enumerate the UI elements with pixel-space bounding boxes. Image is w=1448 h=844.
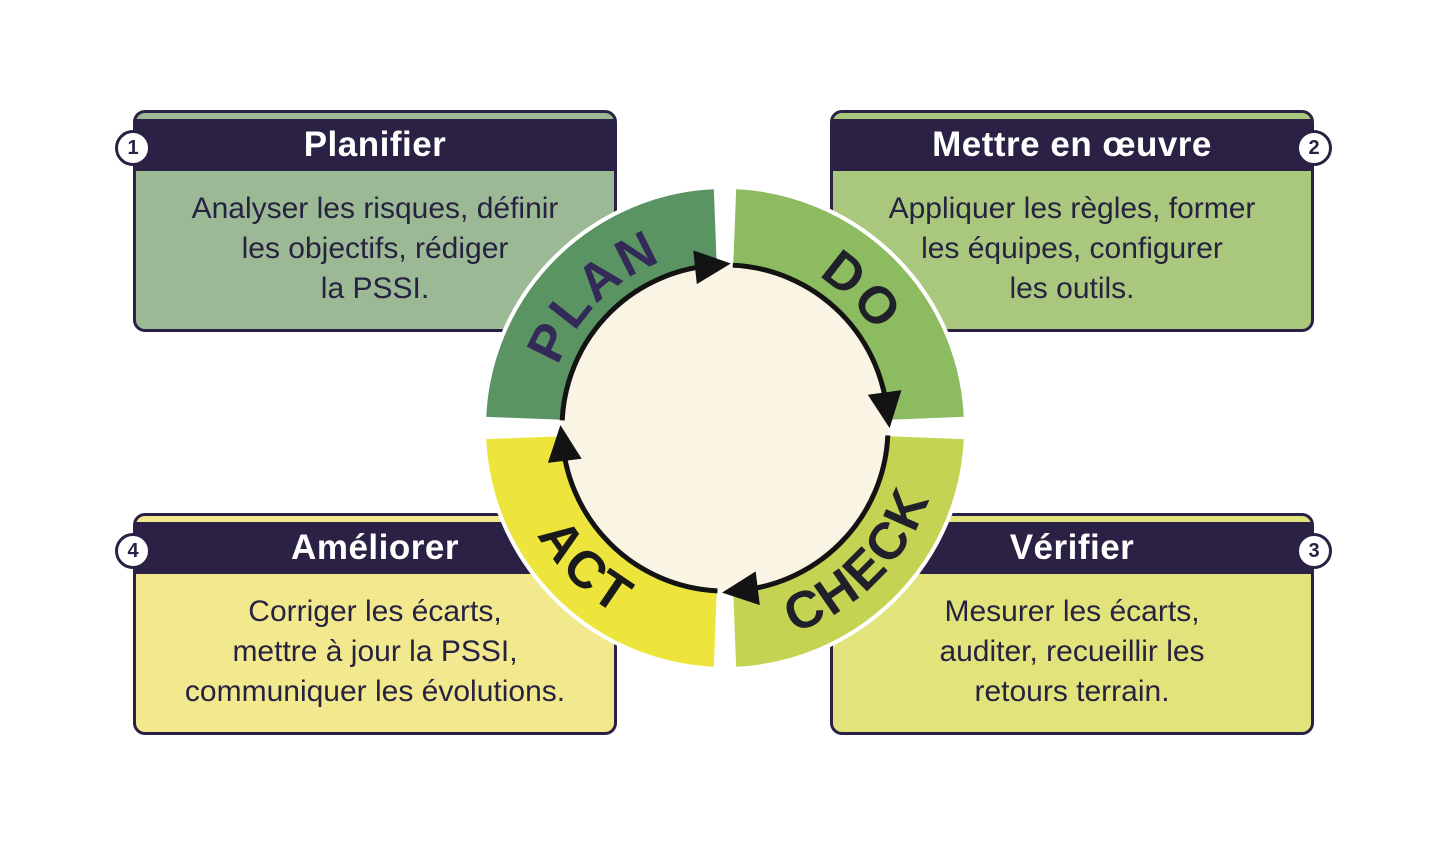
card-text: Appliquer les règles, former les équipes… (888, 191, 1256, 305)
card-body: Analyser les risques, définir les object… (136, 171, 614, 326)
step-number: 1 (127, 136, 139, 159)
ring-inner-circle (559, 262, 891, 594)
card-planifier: 1 Planifier Analyser les risques, défini… (115, 110, 617, 332)
arrow-bottom-icon (722, 571, 760, 606)
arrow-top-icon (693, 250, 731, 285)
step-number: 2 (1308, 136, 1320, 159)
step-badge-2: 2 (1296, 130, 1332, 166)
card-text: Analyser les risques, définir les object… (191, 191, 559, 305)
step-badge-4: 4 (115, 533, 151, 569)
card-text: Mesurer les écarts, auditer, recueillir … (939, 594, 1205, 708)
cycle-arrows (547, 250, 902, 606)
card-header: Planifier (136, 119, 614, 171)
card-title: Vérifier (1009, 528, 1135, 567)
card-title: Mettre en œuvre (932, 125, 1212, 164)
card-body: Mesurer les écarts, auditer, recueillir … (833, 574, 1311, 729)
step-badge-1: 1 (115, 130, 151, 166)
step-number: 3 (1308, 539, 1320, 562)
card-body: Appliquer les règles, former les équipes… (833, 171, 1311, 326)
arrow-left-icon (547, 425, 582, 463)
arrow-right-icon (867, 390, 902, 429)
card-ameliorer: 4 Améliorer Corriger les écarts, mettre … (115, 513, 617, 735)
card-title: Améliorer (291, 528, 459, 567)
step-badge-3: 3 (1296, 533, 1332, 569)
card-text: Corriger les écarts, mettre à jour la PS… (184, 594, 566, 708)
pdca-ring: PLAN DO CHECK ACT (482, 185, 968, 671)
step-number: 4 (127, 539, 139, 562)
card-header: Mettre en œuvre (833, 119, 1311, 171)
card-title: Planifier (303, 125, 447, 164)
card-body: Corriger les écarts, mettre à jour la PS… (136, 574, 614, 729)
